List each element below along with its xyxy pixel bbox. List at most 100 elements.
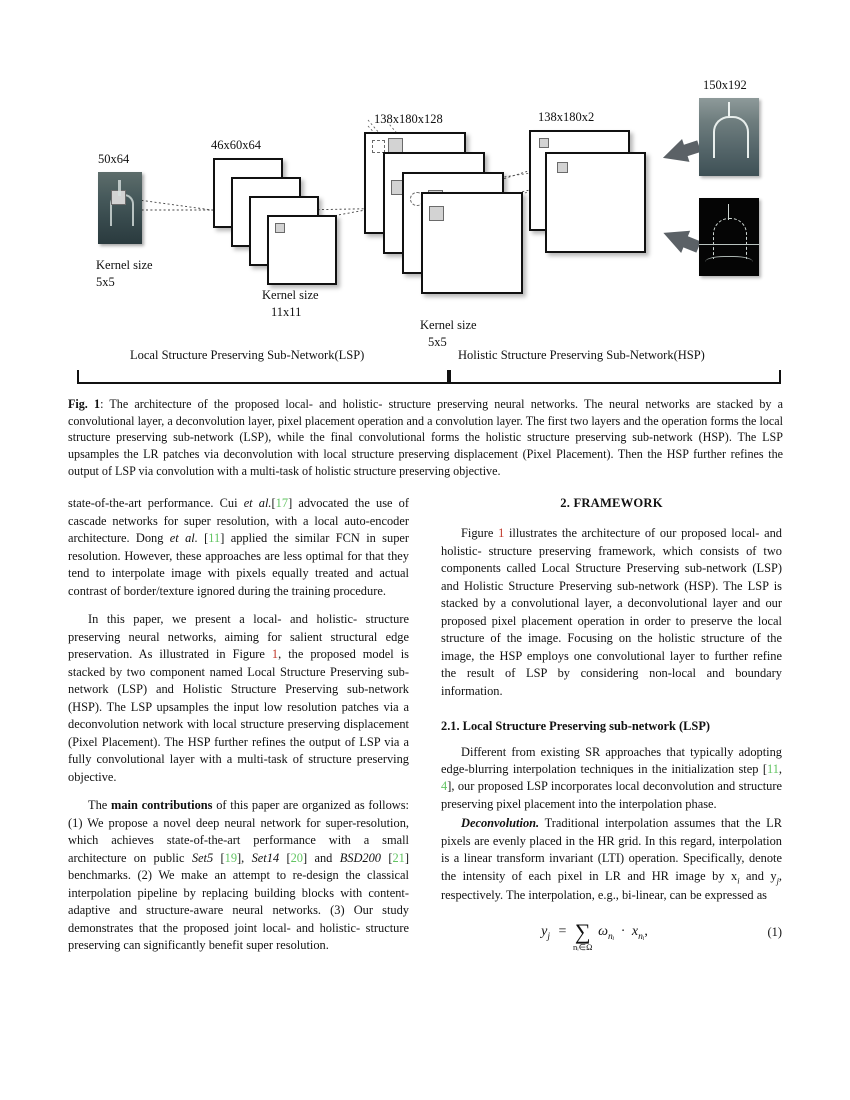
right-paragraph-2: Different from existing SR approaches th… bbox=[441, 744, 782, 814]
left-column: state-of-the-art performance. Cui et al.… bbox=[68, 495, 409, 954]
subsection-heading-lsp: 2.1. Local Structure Preserving sub-netw… bbox=[441, 719, 711, 734]
eq-x-sub: nᵢ bbox=[638, 931, 645, 942]
caption-label: Fig. 1 bbox=[68, 397, 101, 411]
lp1-t1: ] advocated the use of cascade networks … bbox=[68, 496, 410, 546]
main-contributions-bold: main contributions bbox=[111, 798, 213, 813]
eq-equals: = bbox=[558, 923, 567, 939]
citation-link-20[interactable]: 20 bbox=[290, 850, 303, 865]
equation-1-row: yj = ∑nᵢ∈Ω ωnᵢ · xnᵢ, (1) bbox=[441, 918, 782, 951]
caption-text: : The architecture of the proposed local… bbox=[68, 397, 784, 478]
bracket-hsp bbox=[447, 370, 781, 384]
dome-outline-decoration bbox=[713, 116, 749, 158]
eq-sum-subscript: nᵢ∈Ω bbox=[573, 941, 593, 952]
right-column: 2. FRAMEWORK Figure 1 illustrates the ar… bbox=[441, 495, 782, 954]
runin-heading-deconvolution: Deconvolution. bbox=[461, 816, 540, 831]
rp3-sub-i: i bbox=[737, 875, 740, 886]
edge-spire-decoration bbox=[728, 204, 730, 220]
lp1-italic-etal-2: et al. bbox=[169, 531, 198, 546]
section-heading-framework: 2. FRAMEWORK bbox=[560, 496, 663, 511]
lp3-t1: of this paper are organized as follows: … bbox=[68, 798, 409, 865]
citation-link-11b[interactable]: 11 bbox=[766, 762, 779, 776]
lp1-t2: [ bbox=[197, 531, 209, 546]
lp3-t2: [ bbox=[213, 850, 225, 865]
citation-link-11[interactable]: 11 bbox=[208, 531, 221, 546]
equation-1-body: yj = ∑nᵢ∈Ω ωnᵢ · xnᵢ, bbox=[441, 918, 748, 951]
eq-omega: ω bbox=[598, 923, 608, 939]
lp3-t4: [ bbox=[279, 850, 291, 865]
rp3-t2: , respectively. The interpolation, e.g.,… bbox=[441, 868, 783, 903]
bracket-label-hsp: Holistic Structure Preserving Sub-Networ… bbox=[458, 348, 705, 362]
eq-lhs-sub-j: j bbox=[547, 931, 550, 942]
rp2-t1: , bbox=[778, 762, 782, 776]
output-image-edge-map bbox=[699, 198, 759, 276]
rp1-t0: Figure bbox=[461, 526, 499, 541]
figure-architecture-diagram: 50x64 Kernel size 5x5 46x60x64 Kernel si… bbox=[68, 60, 783, 390]
summation-symbol: ∑nᵢ∈Ω bbox=[573, 918, 592, 951]
kernel-size-3-line2: 5x5 bbox=[428, 335, 447, 349]
eq-omega-sub: nᵢ bbox=[607, 931, 615, 942]
figure-reference-link-2[interactable]: 1 bbox=[498, 526, 505, 541]
citation-link-21[interactable]: 21 bbox=[392, 850, 405, 865]
rp2-t0: Different from existing SR approaches th… bbox=[441, 744, 782, 776]
lp1-bracket: [ bbox=[271, 496, 276, 511]
equation-number-1: (1) bbox=[767, 924, 782, 939]
label-input-size: 50x64 bbox=[98, 152, 130, 166]
feature-map-deconv-a bbox=[421, 192, 523, 294]
left-paragraph-3: The main contributions of this paper are… bbox=[68, 797, 409, 954]
citation-link-19[interactable]: 19 bbox=[224, 850, 238, 865]
conv2-pixel-marker-a bbox=[557, 162, 568, 173]
deconv-pixel-marker-d bbox=[388, 138, 403, 153]
output-image-superresolved bbox=[699, 98, 759, 176]
left-paragraph-2: In this paper, we present a local- and h… bbox=[68, 611, 409, 786]
body-columns: state-of-the-art performance. Cui et al.… bbox=[68, 495, 783, 954]
eq-x: x bbox=[631, 923, 639, 939]
edge-base-decoration bbox=[705, 256, 753, 271]
eq-comma: , bbox=[644, 923, 648, 939]
input-pixel-marker bbox=[111, 190, 126, 205]
lp1-t3: ] applied the similar FCN in super resol… bbox=[68, 531, 410, 598]
lp2-t1: , the proposed model is stacked by two c… bbox=[68, 647, 409, 784]
kernel-size-3-line1: Kernel size bbox=[420, 318, 477, 332]
rp3-sub-j: j bbox=[776, 875, 779, 886]
citation-link-4[interactable]: 4 bbox=[441, 779, 448, 794]
rp1-t1: illustrates the architecture of our prop… bbox=[441, 526, 782, 698]
conv1-pixel-marker bbox=[275, 223, 285, 233]
feature-map-conv2-a bbox=[545, 152, 646, 253]
right-paragraph-1: Figure 1 illustrates the architecture of… bbox=[441, 525, 782, 700]
lp1-t0: state-of-the-art performance. Cui bbox=[68, 496, 244, 511]
label-conv2-size: 138x180x2 bbox=[538, 110, 595, 124]
bracket-label-lsp: Local Structure Preserving Sub-Network(L… bbox=[130, 348, 365, 362]
edge-horizon-decoration bbox=[699, 244, 759, 245]
label-conv1-size: 46x60x64 bbox=[211, 138, 261, 152]
left-paragraph-1: state-of-the-art performance. Cui et al.… bbox=[68, 495, 409, 600]
lp3-t3: ], bbox=[237, 850, 252, 865]
label-output-size: 150x192 bbox=[703, 78, 747, 92]
lp1-italic-etal-1: et al. bbox=[243, 496, 272, 511]
page-content: 50x64 Kernel size 5x5 46x60x64 Kernel si… bbox=[68, 60, 783, 955]
eq-dot: · bbox=[620, 923, 626, 939]
figure-reference-link-1[interactable]: 1 bbox=[271, 647, 279, 662]
kernel-size-1-line1: Kernel size bbox=[96, 258, 153, 272]
lp3-t7: ] benchmarks. (2) We make an attempt to … bbox=[68, 850, 409, 953]
citation-link-17[interactable]: 17 bbox=[275, 496, 289, 511]
eq-lhs-y: y bbox=[541, 923, 548, 939]
dome-spire-decoration bbox=[728, 102, 730, 118]
dataset-set5: Set5 bbox=[191, 850, 214, 865]
edge-dome-decoration bbox=[713, 218, 747, 259]
kernel-size-1-line2: 5x5 bbox=[96, 275, 115, 289]
bracket-lsp bbox=[77, 370, 451, 384]
conv2-pixel-marker-b bbox=[539, 138, 549, 148]
lp3-t5: ] and bbox=[303, 850, 340, 865]
deconv-pixel-origin-d bbox=[372, 140, 385, 153]
rp2-t2: ], our proposed LSP incorporates local d… bbox=[441, 779, 782, 811]
rp3-t1: and y bbox=[739, 868, 777, 883]
right-paragraph-3: Deconvolution. Traditional interpolation… bbox=[441, 815, 782, 904]
kernel-size-2-line2: 11x11 bbox=[271, 305, 302, 319]
eq-sigma: ∑ bbox=[574, 918, 591, 944]
output-arrows bbox=[662, 139, 701, 253]
lp2-t0: In this paper, we present a local- and h… bbox=[68, 612, 409, 662]
label-deconv-size: 138x180x128 bbox=[374, 112, 443, 126]
dataset-bsd200: BSD200 bbox=[339, 850, 381, 865]
deconv-pixel-marker-a bbox=[429, 206, 444, 221]
